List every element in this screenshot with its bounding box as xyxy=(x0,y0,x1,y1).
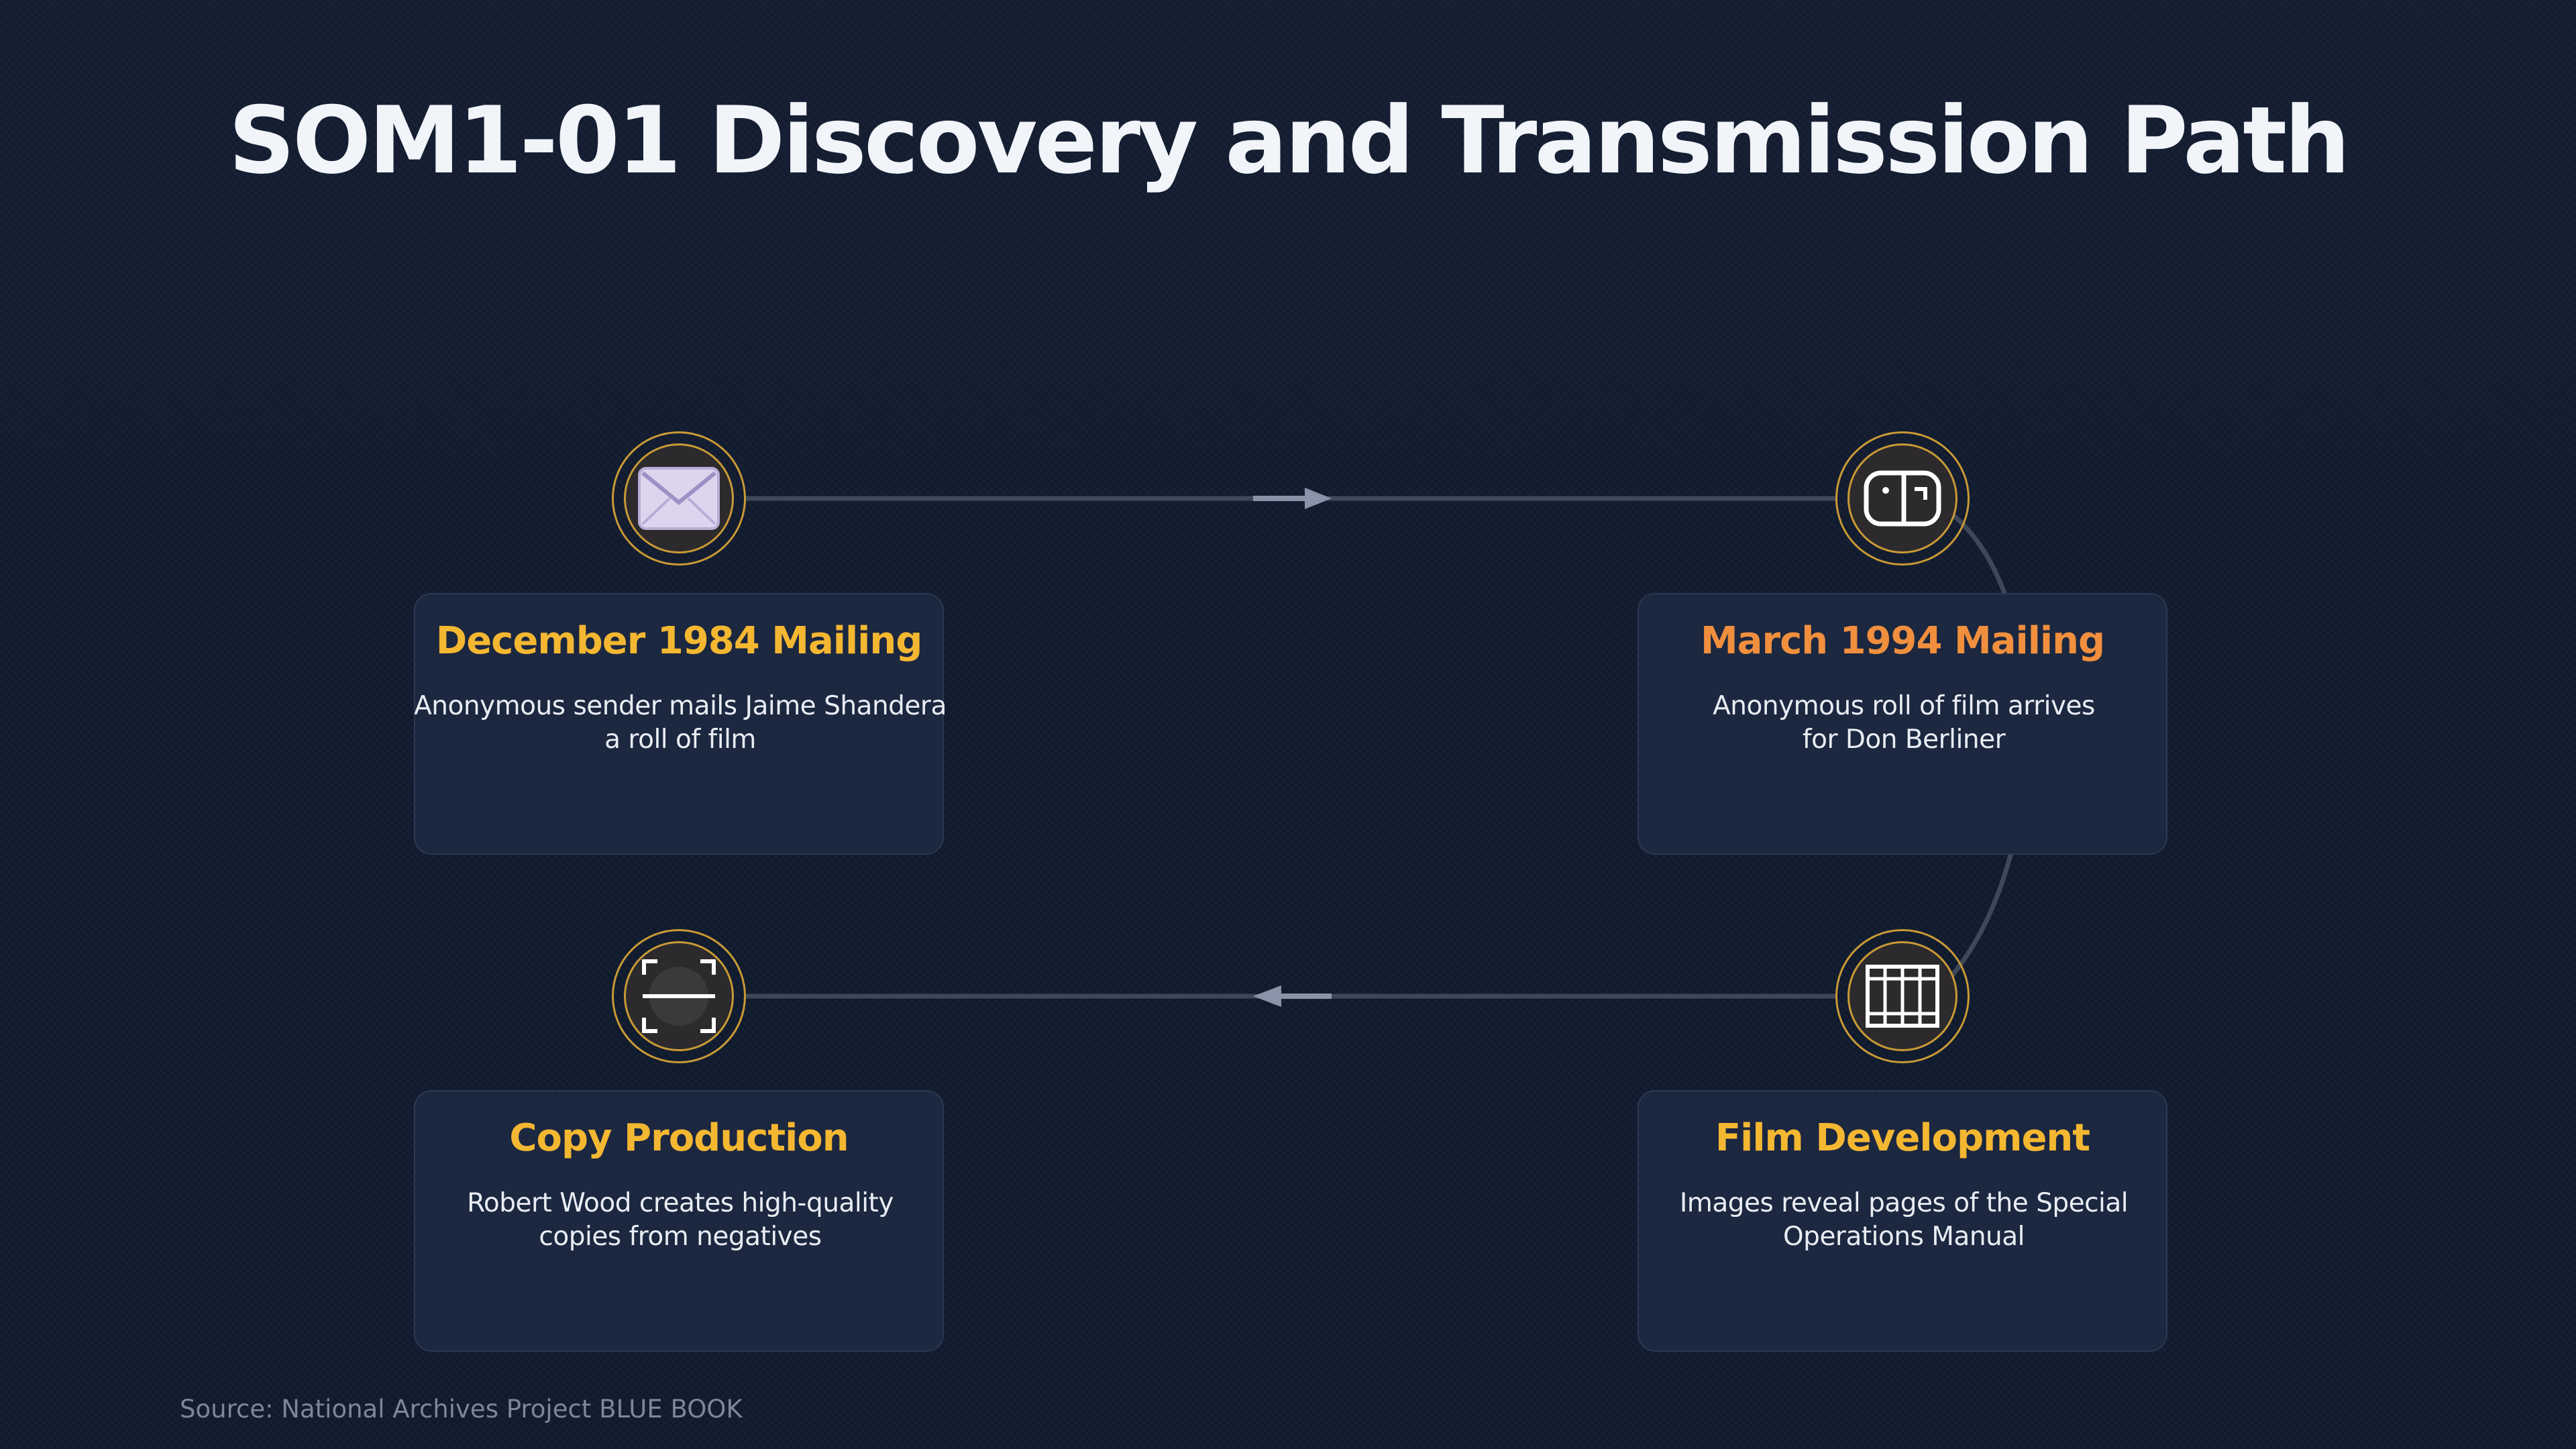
step-node-1 xyxy=(612,431,746,566)
step-description: Images reveal pages of the Special Opera… xyxy=(1679,1188,2129,1252)
step-title: March 1994 Mailing xyxy=(1700,619,2105,663)
step-description: Anonymous roll of film arrives for Don B… xyxy=(1713,691,2095,755)
step-title: December 1984 Mailing xyxy=(435,619,923,663)
step-description: Anonymous sender mails Jaime Shandera a … xyxy=(414,691,947,755)
envelope-icon xyxy=(638,467,720,530)
source-note: Source: National Archives Project BLUE B… xyxy=(180,1395,743,1424)
arrow-left-icon xyxy=(1253,985,1332,1007)
film-strip-icon xyxy=(1866,965,1939,1028)
scanner-icon xyxy=(642,959,716,1033)
step-card-3: Film Development Images reveal pages of … xyxy=(1638,1090,2167,1352)
film-canister-icon xyxy=(1864,470,1941,527)
step-card-2: March 1994 Mailing Anonymous roll of fil… xyxy=(1638,593,2167,855)
step-card-1: December 1984 Mailing Anonymous sender m… xyxy=(414,593,947,855)
step-description: Robert Wood creates high-quality copies … xyxy=(467,1188,894,1252)
step-title: Copy Production xyxy=(509,1116,849,1160)
step-node-4 xyxy=(612,929,746,1063)
step-node-3 xyxy=(1835,929,1970,1063)
arrow-right-icon xyxy=(1253,488,1332,509)
step-node-2 xyxy=(1835,431,1970,566)
step-title: Film Development xyxy=(1715,1116,2090,1160)
page-title: SOM1-01 Discovery and Transmission Path xyxy=(228,87,2351,195)
step-card-4: Copy Production Robert Wood creates high… xyxy=(414,1090,944,1352)
